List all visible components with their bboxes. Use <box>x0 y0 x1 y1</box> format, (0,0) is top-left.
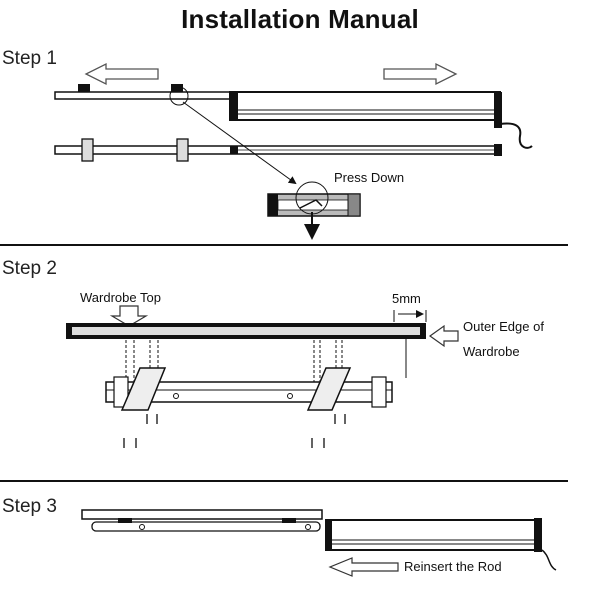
pull-cord <box>499 122 533 149</box>
top-roller-housing <box>229 91 501 121</box>
wardrobe-top-label: Wardrobe Top <box>80 290 161 305</box>
top-rod-clip-1 <box>78 84 90 92</box>
step-1-label: Step 1 <box>2 48 57 69</box>
right-arrow-icon <box>383 62 458 86</box>
step3-top-rail <box>81 509 323 520</box>
reinsert-arrow-icon <box>328 557 399 577</box>
step-2-diagram <box>66 305 459 448</box>
reinsert-rod-label: Reinsert the Rod <box>404 559 502 574</box>
step3-lower-rail <box>91 521 321 532</box>
step-3-diagram <box>81 509 557 577</box>
wardrobe-top-arrow-icon <box>109 305 149 327</box>
outer-edge-arrow-icon <box>428 324 459 348</box>
left-arrow-icon <box>84 62 159 86</box>
bracket-a <box>81 138 94 162</box>
angle-bracket-left <box>120 367 167 411</box>
outer-edge-label: Outer Edge of <box>463 319 544 334</box>
detail-pointer <box>182 101 297 185</box>
press-down-label: Press Down <box>334 170 405 185</box>
magnify-circle <box>169 86 189 106</box>
page-title: Installation Manual <box>181 4 419 34</box>
step3-roller <box>325 519 541 551</box>
step-1-diagram <box>54 62 533 240</box>
step-3-label: Step 3 <box>2 496 57 517</box>
bracket-b <box>176 138 189 162</box>
angle-bracket-right <box>306 367 352 411</box>
wardrobe-label: Wardrobe <box>463 344 520 359</box>
top-rod-clip-2 <box>171 84 183 92</box>
gap-5mm-label: 5mm <box>392 291 421 306</box>
top-rod <box>54 91 231 100</box>
step-2-label: Step 2 <box>2 258 57 279</box>
